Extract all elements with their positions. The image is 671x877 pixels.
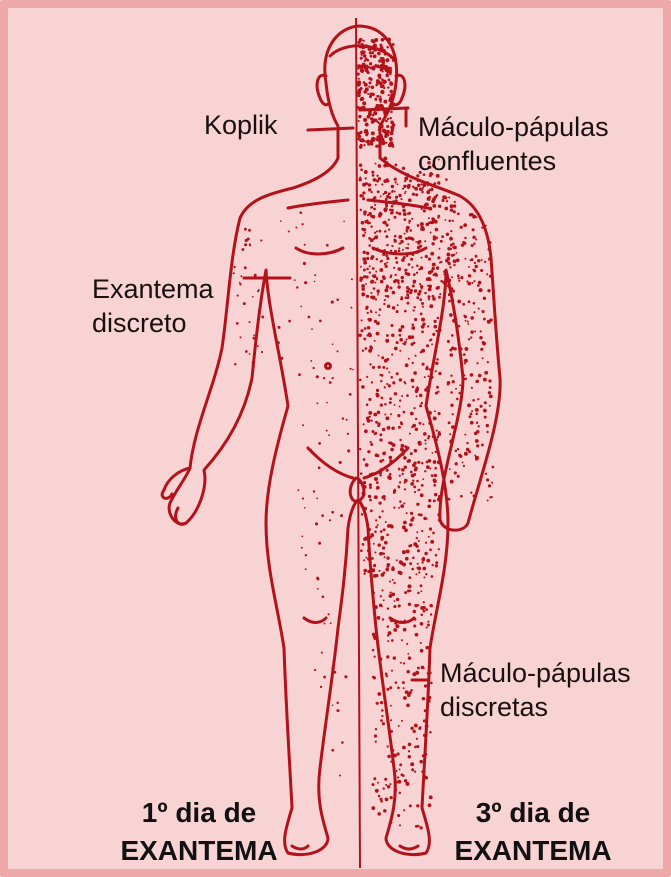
koplik-text: Koplik — [204, 108, 278, 142]
right-caption-line-2: EXANTEMA — [438, 832, 628, 870]
left-caption-line-1: 1º dia de — [104, 794, 294, 832]
right-caption: 3º dia de EXANTEMA — [438, 794, 628, 870]
left-caption-line-2: EXANTEMA — [104, 832, 294, 870]
koplik-label: Koplik — [204, 108, 278, 142]
right-caption-line-1: 3º dia de — [438, 794, 628, 832]
confluent-leader — [360, 108, 408, 110]
left-spots-layer — [233, 211, 354, 776]
discrete-rash-line-2: discreto — [92, 306, 214, 340]
discrete-papules-line-1: Máculo-pápulas — [440, 656, 631, 690]
discrete-rash-line-1: Exantema — [92, 272, 214, 306]
confluent-line-2: confluentes — [418, 144, 609, 178]
confluent-line-1: Máculo-pápulas — [418, 110, 609, 144]
left-caption: 1º dia de EXANTEMA — [104, 794, 294, 870]
confluent-papules-label: Máculo-pápulas confluentes — [418, 110, 609, 178]
discrete-papules-line-2: discretas — [440, 690, 631, 724]
discrete-rash-label: Exantema discreto — [92, 272, 214, 340]
koplik-leader — [308, 128, 353, 130]
discrete-papules-label: Máculo-pápulas discretas — [440, 656, 631, 724]
face-rash — [357, 36, 396, 149]
midline — [356, 18, 360, 868]
